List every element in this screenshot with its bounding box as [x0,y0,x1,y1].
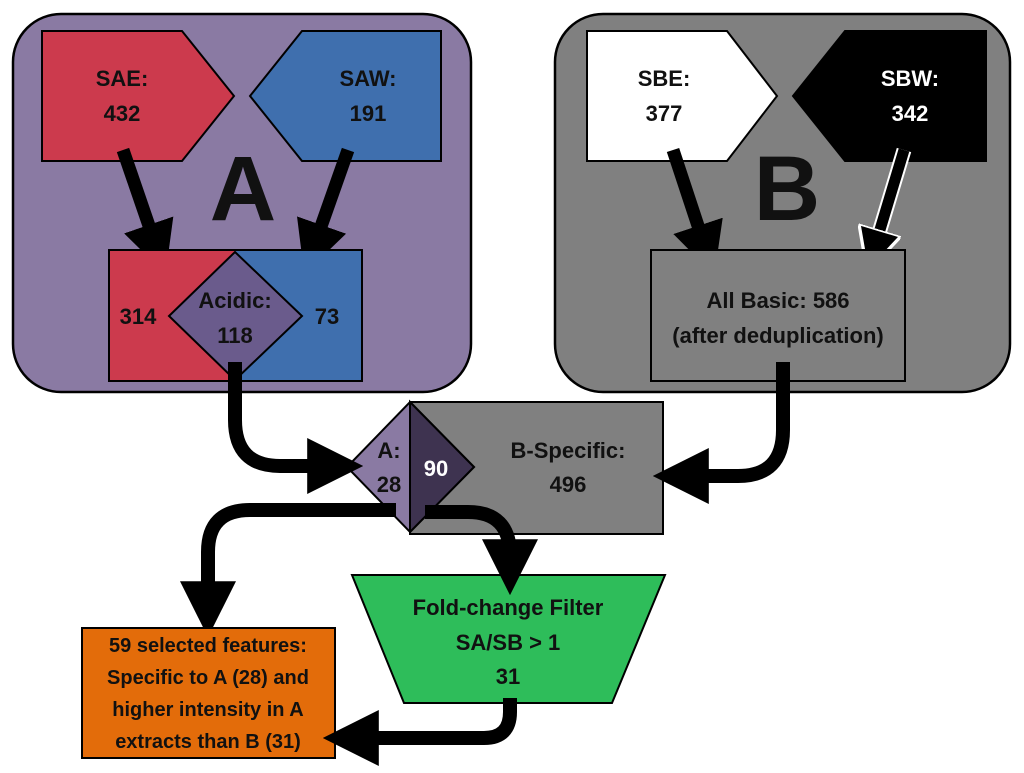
arrow-basic-to-comparison [652,362,790,504]
filter-line3: 31 [496,664,520,689]
result-box [81,627,336,759]
arrow-acidic-to-comparison [228,362,364,494]
venn-only-saw: 73 [315,304,339,329]
arrow-shared-to-filter [425,505,538,596]
group-b-letter: B [754,138,820,240]
result-line2: Specific to A (28) and [107,667,309,689]
arrow-sbw-down-core [873,148,910,253]
arrow-sae-down [116,147,174,275]
a-specific-count: 28 [377,472,401,497]
sbw-name: SBW: [881,66,939,91]
filter-line2: SA/SB > 1 [456,630,561,655]
sae-count: 432 [104,101,141,126]
all-basic-line1: All Basic: 586 [706,288,849,313]
arrow-saw-down [297,147,355,275]
all-basic-box [650,249,906,382]
sbw-shape [791,30,987,162]
sbe-count: 377 [646,101,683,126]
filter-line1: Fold-change Filter [413,595,604,620]
b-specific-count: 496 [550,472,587,497]
b-specific-name: B-Specific: [511,438,626,463]
shared-count: 90 [424,456,448,481]
fold-change-filter-shape [350,574,667,704]
sae-shape [41,30,236,162]
acidic-name: Acidic: [198,288,271,313]
arrow-sbe-down [666,147,723,276]
sae-name: SAE: [96,66,149,91]
arrow-filter-to-result [322,698,517,766]
saw-shape [248,30,442,162]
all-basic-line2: (after deduplication) [672,323,883,348]
result-line1: 59 selected features: [109,635,307,657]
sbe-shape [586,30,779,162]
saw-name: SAW: [339,66,396,91]
result-line4: extracts than B (31) [115,731,301,753]
shared-triangle [409,399,476,535]
saw-count: 191 [350,101,387,126]
a-specific-name: A: [377,438,400,463]
sbe-name: SBE: [638,66,691,91]
arrow-aspecific-to-result [180,503,396,638]
group-a-letter: A [210,138,276,240]
acidic-count: 118 [217,323,253,348]
sbw-count: 342 [892,101,929,126]
result-line3: higher intensity in A [112,699,304,721]
venn-only-sae: 314 [120,304,157,329]
